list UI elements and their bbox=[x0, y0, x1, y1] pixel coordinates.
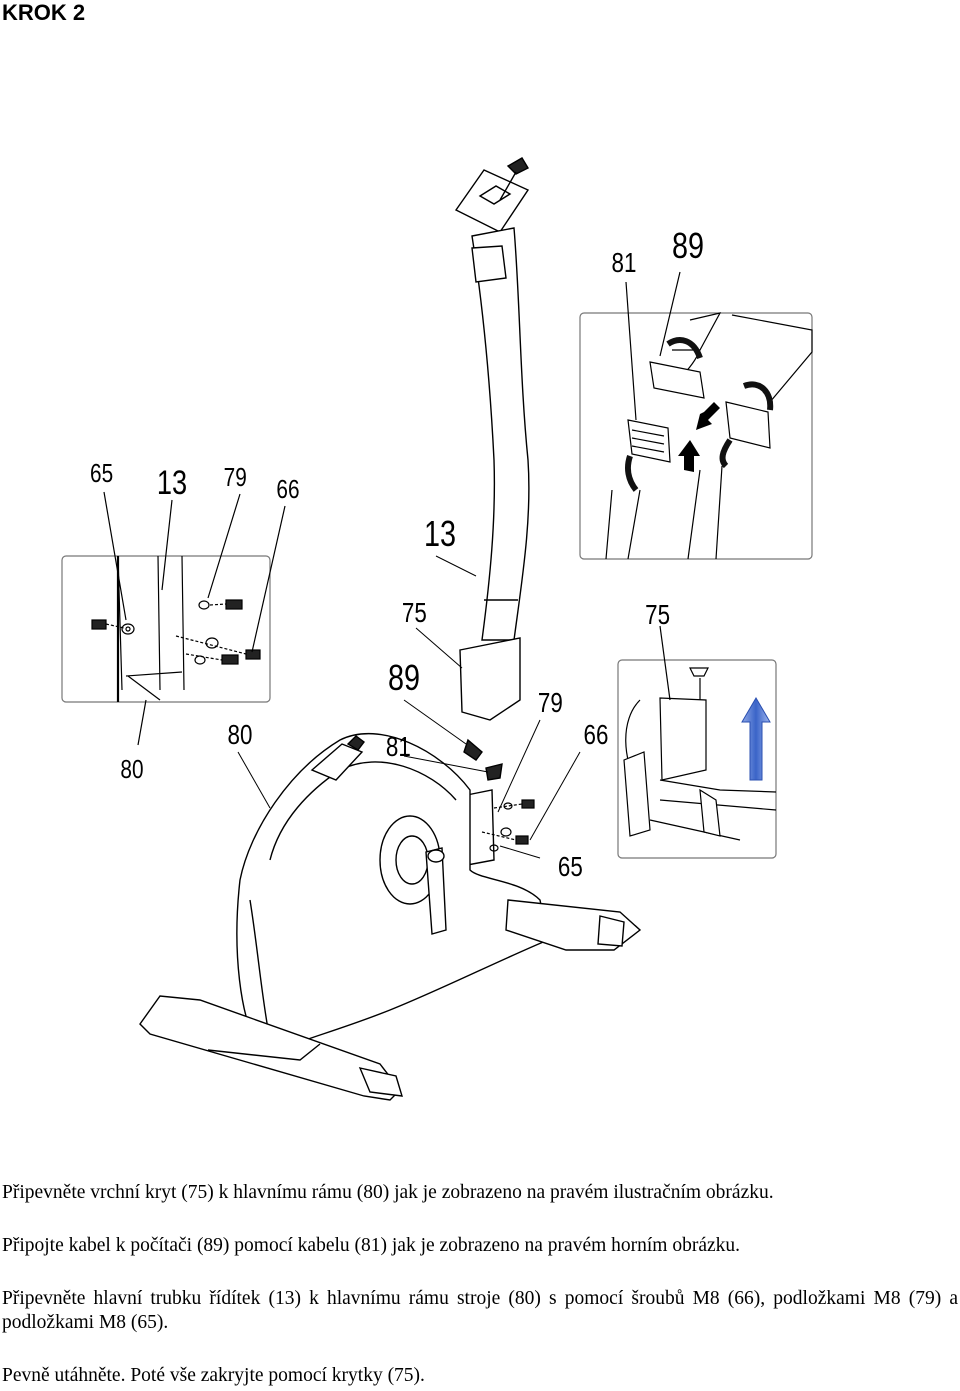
arrow-down-icon bbox=[696, 402, 720, 430]
step-heading: KROK 2 bbox=[2, 0, 86, 25]
callout-66: 66 bbox=[276, 475, 299, 504]
main-frame-body bbox=[139, 732, 642, 1101]
detail-cable-callouts: 81 89 bbox=[612, 225, 704, 279]
connector-socket-icon bbox=[719, 381, 774, 469]
arrow-up-icon bbox=[741, 697, 771, 781]
callout-13: 13 bbox=[424, 513, 456, 554]
handlebar-post bbox=[454, 157, 530, 761]
callout-89: 89 bbox=[672, 225, 704, 266]
main-callouts: 13 75 89 79 80 81 66 65 bbox=[228, 513, 609, 883]
detail-inset-cable bbox=[579, 271, 813, 560]
arrow-up-icon bbox=[678, 440, 700, 472]
callout-89: 89 bbox=[388, 657, 420, 698]
callout-75: 75 bbox=[645, 600, 670, 631]
instruction-1: Připevněte vrchní kryt (75) k hlavnímu r… bbox=[2, 1182, 774, 1203]
callout-75: 75 bbox=[402, 598, 427, 629]
connector-pins-icon bbox=[625, 419, 671, 492]
callout-80: 80 bbox=[228, 720, 253, 751]
detail-left-callouts: 65 13 79 66 80 bbox=[90, 459, 300, 784]
bolt-icon bbox=[198, 599, 243, 610]
assembly-diagram: 65 13 79 66 80 81 bbox=[61, 157, 813, 1101]
detail-inset-cover bbox=[617, 625, 777, 859]
instruction-4: Pevně utáhněte. Poté vše zakryjte pomocí… bbox=[2, 1365, 425, 1386]
main-leader-lines bbox=[237, 555, 581, 859]
bolt-icon bbox=[175, 635, 261, 665]
callout-65: 65 bbox=[558, 852, 583, 883]
callout-81: 81 bbox=[386, 732, 411, 763]
detail-cover-callouts: 75 bbox=[645, 600, 670, 631]
instruction-2: Připojte kabel k počítači (89) pomocí ka… bbox=[2, 1235, 741, 1256]
up-arrow-blue bbox=[741, 697, 771, 781]
main-hardware bbox=[481, 799, 535, 852]
callout-81: 81 bbox=[612, 248, 637, 279]
push-arrows bbox=[678, 402, 720, 472]
detail-inset-left bbox=[61, 491, 286, 746]
callout-80: 80 bbox=[120, 755, 143, 784]
callout-79: 79 bbox=[538, 688, 563, 719]
callout-13: 13 bbox=[157, 463, 187, 502]
instruction-3: Připevněte hlavní trubku řídítek (13) k … bbox=[2, 1288, 958, 1333]
bolt-icon bbox=[91, 619, 135, 635]
callout-79: 79 bbox=[224, 463, 247, 492]
callout-66: 66 bbox=[584, 720, 609, 751]
connector-plug-icon bbox=[649, 337, 705, 399]
callout-65: 65 bbox=[90, 459, 113, 488]
